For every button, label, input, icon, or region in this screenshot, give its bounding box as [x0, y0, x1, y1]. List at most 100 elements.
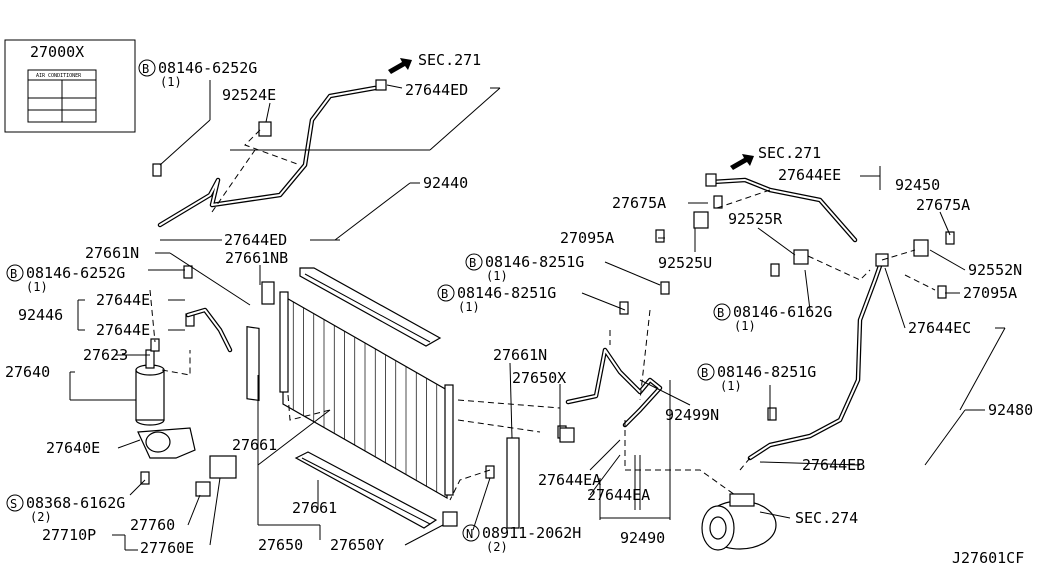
marker-b-5: B: [717, 306, 724, 320]
fitting-27650x: [559, 427, 575, 443]
marker-b-1: B: [142, 62, 149, 76]
label-27661n-left: 27661N: [85, 244, 139, 262]
bracket-92552n: [913, 239, 929, 257]
label-08368-6162g: 08368-6162G: [26, 494, 125, 512]
label-27661-b: 27661: [292, 499, 337, 517]
label-08146-6252g-left: 08146-6252G: [26, 264, 125, 282]
label-27644ed-mid: 27644ED: [224, 231, 287, 249]
label-27675a-right: 27675A: [916, 196, 970, 214]
label-08146-8251g-c-qty: (1): [720, 379, 742, 393]
label-sec271-top: SEC.271: [418, 51, 481, 69]
label-27644ea-a: 27644EA: [538, 471, 601, 489]
label-08368-6162g-qty: (2): [30, 510, 52, 524]
label-08146-8251g-b-qty: (1): [458, 300, 480, 314]
compressor-sec274: [701, 493, 777, 551]
label-27760e: 27760E: [140, 539, 194, 557]
side-seal-right: [506, 437, 520, 529]
side-seal-left: [246, 326, 260, 402]
pipe-92440: [157, 85, 378, 228]
label-27650x: 27650X: [512, 369, 566, 387]
fitting-27644ed: [375, 79, 387, 91]
label-08146-6252g-top: 08146-6252G: [158, 59, 257, 77]
clip-92525r: [793, 249, 809, 265]
bolt-icon: [485, 465, 495, 479]
label-08911-2062h: 08911-2062H: [482, 524, 581, 542]
sensor-bracket: [209, 455, 237, 479]
label-27644ee: 27644EE: [778, 166, 841, 184]
label-27675a-left: 27675A: [612, 194, 666, 212]
diagram-code: J27601CF: [952, 549, 1024, 567]
label-27095a-right: 27095A: [963, 284, 1017, 302]
label-sec271-right: SEC.271: [758, 144, 821, 162]
label-08146-8251g-c: 08146-8251G: [717, 363, 816, 381]
label-08146-8251g-b: 08146-8251G: [457, 284, 556, 302]
label-08146-8251g-a: 08146-8251G: [485, 253, 584, 271]
pipe-92490: [565, 347, 663, 428]
marker-b-4: B: [441, 287, 448, 301]
bolt-icon: [945, 231, 955, 245]
label-27644e-a: 27644E: [96, 291, 150, 309]
label-92499n: 92499N: [665, 406, 719, 424]
pipe-92446: [185, 307, 233, 353]
marker-b-2: B: [10, 267, 17, 281]
label-27640e: 27640E: [46, 439, 100, 457]
marker-b-6: B: [701, 366, 708, 380]
bolt-icon: [660, 281, 670, 295]
label-92450: 92450: [895, 176, 940, 194]
marker-b-3: B: [469, 256, 476, 270]
label-box-27000x: 27000X AIR CONDITIONER: [4, 39, 136, 133]
label-08146-6252g-left-qty: (1): [26, 280, 48, 294]
label-27623: 27623: [83, 346, 128, 364]
label-27661-a: 27661: [232, 436, 277, 454]
assembly-dashes: [149, 129, 936, 501]
label-92440: 92440: [423, 174, 468, 192]
marker-n: N: [466, 527, 473, 541]
clip-92525u: [693, 211, 709, 229]
arrow-sec271-right-icon: [730, 154, 754, 170]
label-08146-6162g-qty: (1): [734, 319, 756, 333]
label-08146-6162g: 08146-6162G: [733, 303, 832, 321]
label-sec274: SEC.274: [795, 509, 858, 527]
label-27644ea-b: 27644EA: [587, 486, 650, 504]
label-box-caption: AIR CONDITIONER: [36, 73, 82, 79]
bolt-icon: [152, 163, 162, 177]
label-08146-8251g-a-qty: (1): [486, 269, 508, 283]
fitting-92450-end: [705, 173, 717, 187]
label-08911-2062h-qty: (2): [486, 540, 508, 554]
bolt-icon: [937, 285, 947, 299]
clip-92524e: [258, 121, 272, 137]
marker-s: S: [10, 497, 17, 511]
label-27661n-mid: 27661N: [493, 346, 547, 364]
bolt-icon: [150, 338, 160, 352]
label-92490: 92490: [620, 529, 665, 547]
label-27640: 27640: [5, 363, 50, 381]
arrow-sec271-top-icon: [388, 58, 412, 74]
label-27710p: 27710P: [42, 526, 96, 544]
label-08146-6252g-top-qty: (1): [160, 75, 182, 89]
label-92525r: 92525R: [728, 210, 783, 228]
pipe-92480: [747, 257, 885, 461]
receiver-drier: [135, 349, 165, 426]
label-27644ec: 27644EC: [908, 319, 971, 337]
label-92446: 92446: [18, 306, 63, 324]
label-27095a-left: 27095A: [560, 229, 614, 247]
part-labels: B 08146-6252G (1) 92524E SEC.271 27644ED…: [5, 51, 1033, 567]
label-92480: 92480: [988, 401, 1033, 419]
label-27644e-b: 27644E: [96, 321, 150, 339]
seal-strip-upper: [299, 267, 442, 347]
label-box-part-no: 27000X: [30, 43, 84, 61]
label-27644eb: 27644EB: [802, 456, 865, 474]
label-27650y: 27650Y: [330, 536, 384, 554]
bolt-icon: [767, 407, 777, 421]
bolt-icon: [655, 229, 665, 243]
bracket-27650y: [442, 511, 458, 527]
label-27760: 27760: [130, 516, 175, 534]
bolt-icon: [770, 263, 780, 277]
seal-block-27661nb: [261, 281, 275, 305]
condenser-27650: [279, 291, 454, 500]
label-27650: 27650: [258, 536, 303, 554]
label-92524e: 92524E: [222, 86, 276, 104]
label-92552n: 92552N: [968, 261, 1022, 279]
leader-lines: [69, 80, 1006, 551]
